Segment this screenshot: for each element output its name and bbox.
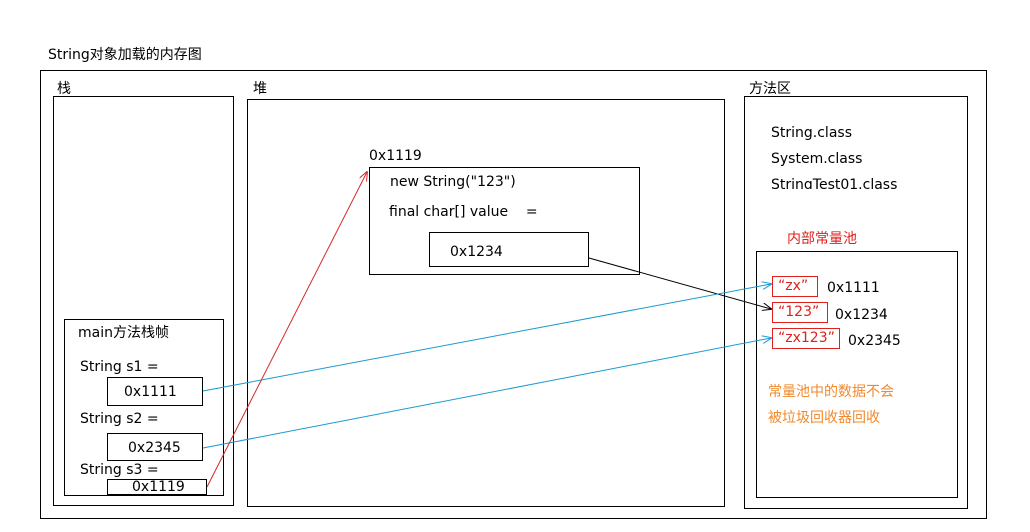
- var-s2-value-box: 0x2345: [107, 433, 203, 461]
- var-s2-label: String s2 =: [80, 411, 159, 427]
- heap-value-ref: 0x1234: [450, 244, 503, 260]
- pool-note-line2: 被垃圾回收器回收: [768, 410, 880, 426]
- heap-object-field: final char[] value =: [389, 204, 538, 220]
- pool-address-0x1234: 0x1234: [835, 307, 888, 323]
- method-area-label: 方法区: [749, 81, 791, 97]
- pool-address-0x1111: 0x1111: [827, 280, 880, 296]
- var-s1-value: 0x1111: [124, 384, 177, 400]
- stack-label: 栈: [57, 81, 71, 97]
- heap-region: [247, 99, 725, 507]
- class-system: System.class: [771, 151, 863, 167]
- pool-literal-123: “123”: [772, 302, 828, 323]
- outer-frame: [40, 70, 987, 519]
- class-stringtest01: StringTest01.class: [771, 177, 898, 189]
- heap-value-ref-box: 0x1234: [429, 232, 589, 267]
- class-string: String.class: [771, 125, 852, 141]
- diagram-title: String对象加载的内存图: [48, 47, 202, 63]
- pool-literal-zx: “zx”: [772, 276, 818, 297]
- var-s3-label: String s3 =: [80, 462, 159, 478]
- pool-note-line1: 常量池中的数据不会: [768, 384, 894, 400]
- constant-pool-label: 内部常量池: [787, 231, 857, 247]
- heap-object-constructor: new String("123"): [390, 174, 516, 190]
- class-stringtest01-clip: StringTest01.class: [771, 176, 951, 189]
- main-frame-label: main方法栈帧: [78, 325, 169, 341]
- var-s1-value-box: 0x1111: [107, 377, 203, 406]
- heap-object-address: 0x1119: [369, 148, 422, 164]
- pool-literal-zx123: “zx123”: [772, 328, 840, 349]
- heap-string-object: [369, 167, 640, 275]
- var-s1-label: String s1 =: [80, 359, 159, 375]
- var-s3-value-box: 0x1119: [107, 479, 207, 495]
- var-s3-value: 0x1119: [132, 479, 185, 495]
- var-s2-value: 0x2345: [128, 440, 181, 456]
- pool-address-0x2345: 0x2345: [848, 333, 901, 349]
- heap-label: 堆: [253, 81, 267, 97]
